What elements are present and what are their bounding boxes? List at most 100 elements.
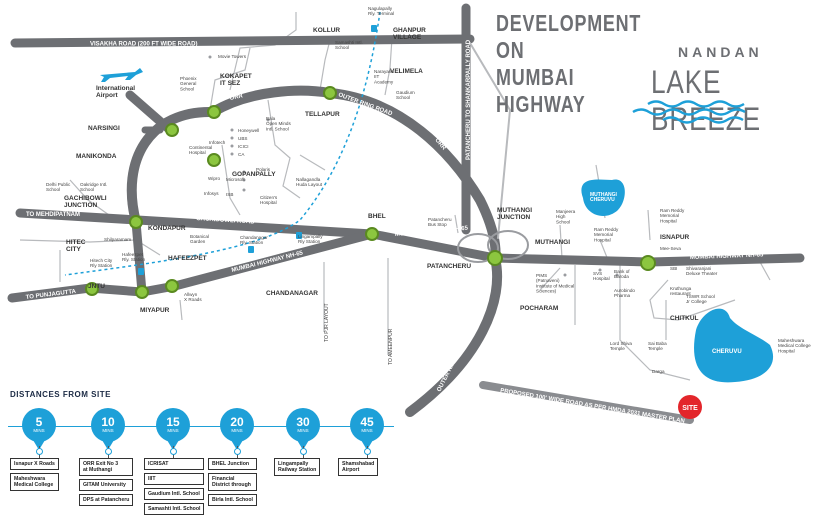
distance-unit: MINS	[33, 428, 45, 433]
landmark-movie-towers: Movie Towers	[218, 54, 247, 59]
landmark-wipro: Wipro	[208, 176, 220, 181]
muthangi-cheruvu-lake	[581, 179, 625, 217]
node-narsingi	[165, 123, 179, 137]
place-jntu: JNTU	[88, 283, 105, 290]
distance-unit: MINS	[102, 428, 114, 433]
place-hafeezpet: HAFEEZPET	[168, 255, 207, 262]
train-icon	[138, 268, 144, 275]
landmark-ubs: UBS	[238, 136, 247, 141]
road-label-visakha: VISAKHA ROAD (200 FT WIDE ROAD)	[90, 42, 197, 48]
road-label-gachibowli: GACHIBOWLI ROAD	[196, 216, 256, 226]
distance-dot	[105, 448, 112, 455]
node-jntu	[85, 282, 99, 296]
area-labels: KOLLUR VELIMELA TELLAPUR NARSINGI MANIKO…	[76, 27, 742, 355]
landmark-mee-seva: Mee-Seva	[660, 246, 681, 251]
distance-place: GITAM University	[79, 479, 134, 491]
headline-line-1: DEVELOPMENT	[496, 10, 642, 36]
road-label-mumbai-far: MUMBAI HIGHWAY NH-65	[690, 252, 764, 261]
place-manikonda: MANIKONDA	[76, 153, 117, 160]
train-icon	[248, 246, 254, 253]
distance-minutes: 30	[296, 415, 310, 429]
node-isnapur	[640, 255, 656, 271]
distance-dot	[364, 448, 371, 455]
distance-unit: MINS	[167, 428, 179, 433]
airplane-icon	[100, 68, 143, 82]
distance-place: Isnapur X Roads	[10, 458, 59, 470]
distance-minutes: 20	[230, 415, 244, 429]
landmark-oakridge: Oakridge Intl.School	[80, 182, 107, 192]
place-patancheru: PATANCHERU	[427, 263, 471, 270]
distance-place: BHEL Junction	[208, 458, 257, 470]
road-label-ameenpur: TO AMEENPUR	[388, 328, 394, 365]
distance-minutes: 15	[166, 415, 180, 429]
distance-minutes: 5	[35, 415, 43, 429]
node-muthangi	[487, 250, 503, 266]
interchange	[457, 230, 529, 263]
rail-line	[64, 11, 381, 276]
place-kollur: KOLLUR	[313, 27, 340, 34]
landmark-infosys: Infosys	[204, 191, 219, 196]
distance-place: Birla Intl. School	[208, 494, 257, 506]
place-pocharam: POCHARAM	[520, 305, 558, 312]
landmark-icici: ICICI	[238, 144, 248, 149]
headline-line-2: ON MUMBAI	[496, 37, 575, 90]
distance-unit: MINS	[297, 428, 309, 433]
train-icon	[296, 232, 302, 239]
node-tellapur	[323, 86, 337, 100]
brand-name-top: NANDAN	[678, 44, 763, 60]
wave-logo-icon	[632, 100, 746, 124]
place-tellapur: TELLAPUR	[305, 111, 340, 118]
distance-place: Samashti Intl. School	[144, 503, 205, 515]
place-bhel: BHEL	[368, 213, 386, 220]
landmark-samashti: Samashti Intl.School	[335, 40, 363, 50]
distance-place: Gaudium Intl. School	[144, 488, 205, 500]
distance-dot	[36, 448, 43, 455]
distance-dot	[300, 448, 307, 455]
node-miyapur	[135, 285, 149, 299]
distance-unit: MINS	[361, 428, 373, 433]
node-bhel	[365, 227, 379, 241]
place-kondapur: KONDAPUR	[148, 225, 186, 232]
node-gachibowli	[129, 215, 143, 229]
distance-minutes: 10	[101, 415, 115, 429]
headline-line-3: HIGHWAY	[496, 91, 586, 117]
distance-place: IIIT	[144, 473, 205, 485]
road-label-patancheru: PATANCHERU TO SHANKARPALLY ROAD	[466, 39, 472, 160]
node-kokapet	[207, 105, 221, 119]
place-velimela: VELIMELA	[390, 68, 423, 75]
landmark-isb: ISB	[226, 192, 233, 197]
place-gopanpally: GOPANPALLY	[232, 171, 276, 178]
place-miyapur: MIYAPUR	[140, 307, 170, 314]
